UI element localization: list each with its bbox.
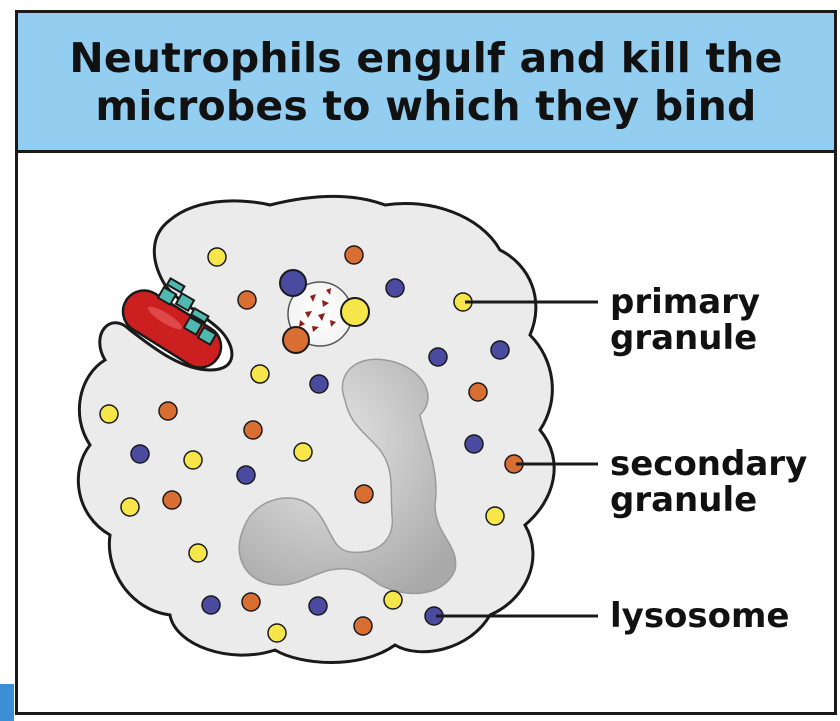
primary-granule <box>121 498 139 516</box>
lysosome-granule <box>465 435 483 453</box>
primary-granule <box>294 443 312 461</box>
primary-granule <box>268 624 286 642</box>
lysosome-granule <box>491 341 509 359</box>
secondary-granule <box>163 491 181 509</box>
primary-granule <box>189 544 207 562</box>
secondary-granule <box>242 593 260 611</box>
secondary-granule <box>238 291 256 309</box>
lysosome-granule <box>429 348 447 366</box>
secondary-granule <box>469 383 487 401</box>
label-primary-granule: primary granule <box>610 284 760 356</box>
secondary-granule <box>354 617 372 635</box>
label-lysosome: lysosome <box>610 598 790 634</box>
lysosome-granule <box>131 445 149 463</box>
primary-granule <box>384 591 402 609</box>
lysosome-granule <box>202 596 220 614</box>
secondary-granule <box>159 402 177 420</box>
primary-granule <box>184 451 202 469</box>
primary-granule <box>100 405 118 423</box>
secondary-granule <box>355 485 373 503</box>
label-secondary-granule: secondary granule <box>610 446 807 518</box>
primary-granule <box>251 365 269 383</box>
lysosome-granule <box>386 279 404 297</box>
secondary-granule <box>345 246 363 264</box>
primary-granule <box>208 248 226 266</box>
lysosome-granule <box>237 466 255 484</box>
lysosome-granule <box>310 375 328 393</box>
primary-granule <box>486 507 504 525</box>
lysosome-granule <box>309 597 327 615</box>
neutrophil-cell-body <box>78 196 554 662</box>
secondary-granule <box>244 421 262 439</box>
